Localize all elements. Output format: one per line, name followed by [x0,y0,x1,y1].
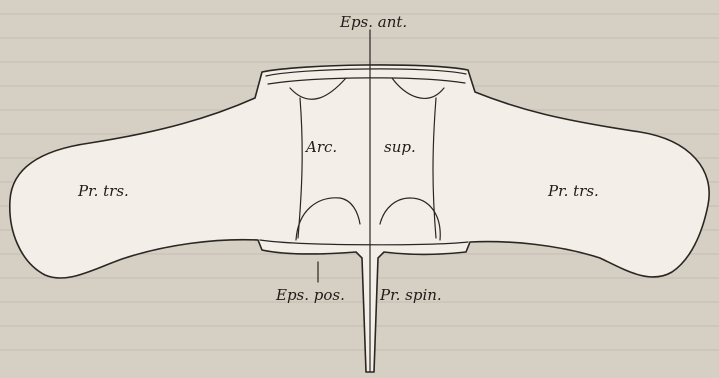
label-arc: Arc. [304,138,337,156]
label-pr-trs-left: Pr. trs. [77,182,129,200]
label-eps-pos: Eps. pos. [275,286,345,304]
label-sup: sup. [384,138,416,156]
label-pr-trs-right: Pr. trs. [547,182,599,200]
label-pr-spin: Pr. spin. [379,286,442,304]
label-eps-ant: Eps. ant. [339,13,407,31]
